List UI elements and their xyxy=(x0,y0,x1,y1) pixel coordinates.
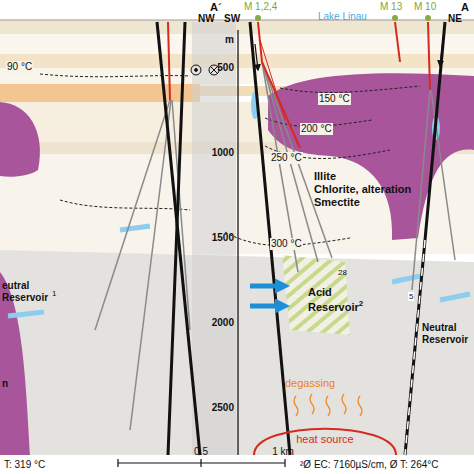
isotherm xyxy=(280,86,420,92)
well-trace xyxy=(168,22,170,100)
scale-bar xyxy=(118,459,285,467)
aquifer-lens xyxy=(440,294,470,300)
isotherm xyxy=(60,200,190,210)
scale-tick xyxy=(117,459,118,467)
reservoir-label: Neutral Reservoir xyxy=(422,322,472,345)
lake-label: Lake Linau xyxy=(318,11,367,23)
footnote-text: T: 319 °C xyxy=(4,459,45,471)
flame xyxy=(342,394,346,414)
basement xyxy=(0,250,474,455)
well-label: M 1,2,4 xyxy=(244,1,277,13)
well-trace xyxy=(412,90,430,290)
zone-label: Acid Reservoir xyxy=(308,286,359,313)
zone-label: Illite xyxy=(314,170,412,183)
flow-arrows xyxy=(250,286,284,306)
reservoir-label: eutral Reservoir xyxy=(2,280,58,303)
footnote-mark: 1 xyxy=(52,289,56,298)
well-head xyxy=(392,15,398,21)
isotherm xyxy=(40,74,190,77)
well-trace xyxy=(260,40,285,120)
depth-tick: 1500 xyxy=(212,232,234,244)
direction-label: SW xyxy=(224,13,240,25)
depth-tick: 2000 xyxy=(212,317,234,329)
well-trace xyxy=(258,22,300,148)
depth-unit: m xyxy=(225,34,234,46)
zone-label: Smectite xyxy=(314,196,412,209)
aquifer-lens xyxy=(392,276,420,282)
cut-label: n xyxy=(2,378,8,390)
isotherm-label: 200 °C xyxy=(300,123,333,135)
fault xyxy=(168,22,185,455)
stratum xyxy=(0,54,474,68)
well-label: M 13 xyxy=(380,1,402,13)
isotherms xyxy=(40,74,420,246)
callout-number: 28 xyxy=(338,268,347,277)
well-head xyxy=(425,15,431,21)
well-trace xyxy=(130,100,171,430)
direction-label: NE xyxy=(448,13,462,25)
fault xyxy=(405,240,425,455)
depth-axis xyxy=(237,30,239,455)
footnote-text: ²Ø EC: 7160µS/cm, Ø T: 264°C xyxy=(300,459,439,471)
scale-tick xyxy=(200,459,201,467)
fault xyxy=(425,22,445,240)
direction-label: NW xyxy=(198,13,215,25)
alteration-body xyxy=(268,73,474,240)
depth-column xyxy=(192,22,236,455)
footnote-mark: 2 xyxy=(359,299,363,308)
section-end-label: A xyxy=(461,1,469,14)
well-trace xyxy=(262,62,332,258)
strata xyxy=(0,20,474,455)
scale-tick xyxy=(284,459,285,467)
degassing-flames xyxy=(294,394,362,416)
section-end-label: A´ xyxy=(210,1,222,14)
zone-label: Chlorite, alteration xyxy=(314,183,412,196)
flame xyxy=(310,394,314,414)
scale-label: 0.5 xyxy=(194,446,208,458)
isotherm-label: 250 °C xyxy=(270,152,303,164)
slip-arrow xyxy=(440,40,443,66)
isotherm-label: 300 °C xyxy=(270,238,303,250)
alteration-zone: IlliteChlorite, alterationSmectite xyxy=(312,168,414,212)
well-trace xyxy=(395,22,400,62)
aquifer-lens xyxy=(120,226,150,230)
isotherm-label: 150 °C xyxy=(318,93,351,105)
faults xyxy=(157,22,445,455)
isotherm-label: 90 °C xyxy=(6,61,33,73)
depth-tick: 2500 xyxy=(212,402,234,414)
flame xyxy=(358,396,362,416)
aquifer-lens xyxy=(8,312,44,316)
depth-tick: 500 xyxy=(217,62,234,74)
well-head xyxy=(255,15,261,21)
out-of-plane-symbol xyxy=(191,65,201,75)
flame xyxy=(326,396,330,416)
reservoir-zone: Acid Reservoir2 xyxy=(306,284,372,315)
fault xyxy=(157,22,200,455)
slip-arrow xyxy=(255,44,258,70)
flow-arrow xyxy=(250,304,284,309)
motion-symbols xyxy=(191,65,219,75)
stratum xyxy=(0,34,474,54)
process-label: degassing xyxy=(285,377,335,390)
scale-label: 1 km xyxy=(272,446,294,458)
flow-arrow xyxy=(250,284,284,289)
flame xyxy=(294,396,298,416)
depth-tick: 1000 xyxy=(212,147,234,159)
well-label: M 10 xyxy=(414,1,436,13)
fault-dash xyxy=(405,240,425,455)
alteration xyxy=(0,73,474,455)
well-trace xyxy=(95,100,170,330)
alteration-body xyxy=(0,102,40,177)
aquifer xyxy=(8,91,470,316)
wells xyxy=(95,22,455,430)
out-of-plane-symbol xyxy=(195,69,198,72)
callout-number: 5 xyxy=(408,292,414,301)
well-trace xyxy=(428,22,430,90)
into-plane-symbol xyxy=(211,67,218,74)
well-trace xyxy=(431,90,455,260)
zone-label: heat source xyxy=(252,414,398,446)
